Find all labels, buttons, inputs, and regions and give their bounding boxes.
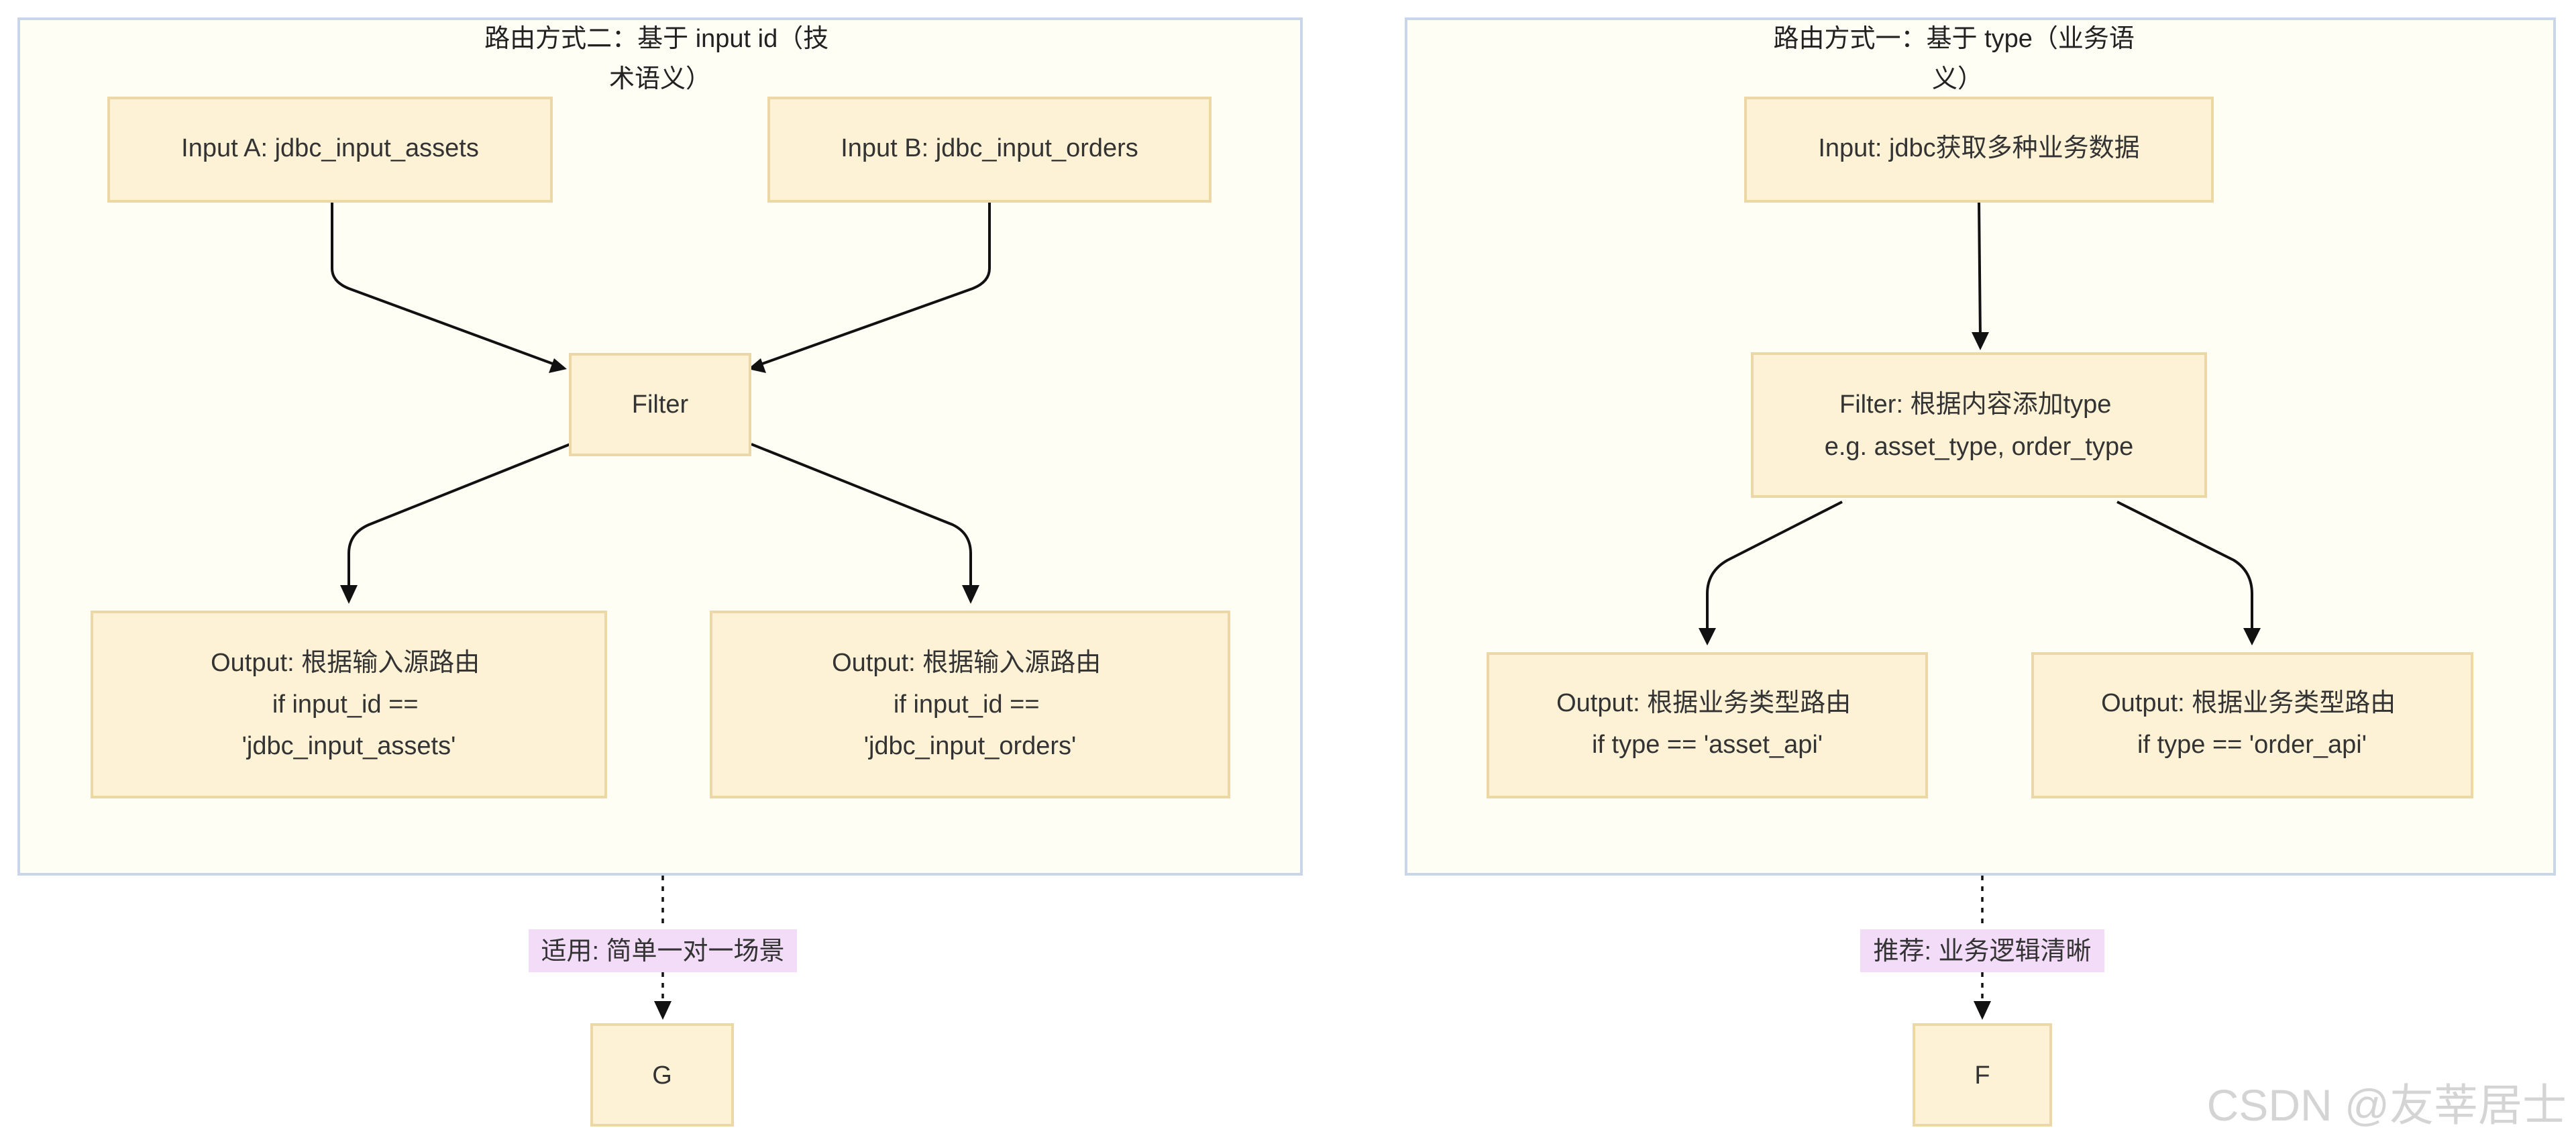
edges-dotted	[654, 876, 1991, 1020]
node-label: Filter: 根据内容添加type e.g. asset_type, orde…	[1825, 390, 2134, 461]
arrowhead	[2243, 628, 2261, 645]
node-label: F	[1974, 1061, 1990, 1090]
node-label: Input A: jdbc_input_assets	[181, 134, 479, 162]
arrowhead	[962, 585, 979, 604]
arrowhead	[340, 585, 358, 604]
watermark: CSDN @友莘居士	[2207, 1080, 2567, 1130]
edge-label-left-to-g: 适用: 简单一对一场景	[529, 929, 797, 972]
node-input-b[interactable]: Input B: jdbc_input_orders	[767, 97, 1212, 203]
edges-left	[331, 203, 991, 604]
node-output-asset-api[interactable]: Output: 根据业务类型路由 if type == 'asset_api'	[1487, 652, 1928, 798]
node-f[interactable]: F	[1913, 1023, 2052, 1127]
cluster-title-right: 路由方式一：基于 type（业务语 义）	[1774, 25, 2142, 93]
node-output-orders[interactable]: Output: 根据输入源路由 if input_id == 'jdbc_inp…	[710, 611, 1230, 798]
arrowhead	[654, 1001, 672, 1020]
arrowhead	[1972, 332, 1989, 350]
edge-filter-to-output-asset-api	[1706, 501, 1843, 631]
node-input-a[interactable]: Input A: jdbc_input_assets	[107, 97, 553, 203]
edge-input-b-to-filter	[751, 203, 991, 369]
edge-label-text: 推荐: 业务逻辑清晰	[1873, 937, 2091, 966]
node-label: Output: 根据输入源路由 if input_id == 'jdbc_inp…	[211, 649, 487, 760]
edge-input-a-to-filter	[331, 203, 564, 369]
edge-label-text: 适用: 简单一对一场景	[541, 937, 784, 966]
node-input-jdbc[interactable]: Input: jdbc获取多种业务数据	[1744, 97, 2214, 203]
edge-input-jdbc-to-filter	[1978, 202, 1982, 340]
node-output-assets[interactable]: Output: 根据输入源路由 if input_id == 'jdbc_inp…	[91, 611, 607, 798]
node-label: Filter	[632, 390, 689, 419]
edge-filter-to-output-orders	[751, 443, 972, 592]
node-label: G	[652, 1061, 672, 1090]
node-label: Output: 根据业务类型路由 if type == 'order_api'	[2101, 689, 2403, 759]
node-filter-left[interactable]: Filter	[569, 353, 751, 456]
node-label: Output: 根据业务类型路由 if type == 'asset_api'	[1556, 689, 1858, 759]
arrowhead	[1699, 628, 1716, 645]
edge-filter-to-output-order-api	[2116, 501, 2253, 631]
node-label: Input: jdbc获取多种业务数据	[1818, 134, 2139, 162]
edge-label-right-to-f: 推荐: 业务逻辑清晰	[1860, 929, 2104, 972]
node-output-order-api[interactable]: Output: 根据业务类型路由 if type == 'order_api'	[2031, 652, 2473, 798]
cluster-title-left: 路由方式二：基于 input id（技 术语义）	[484, 25, 836, 93]
node-label: Input B: jdbc_input_orders	[841, 134, 1138, 162]
node-g[interactable]: G	[590, 1023, 734, 1127]
arrowhead	[1974, 1001, 1991, 1020]
arrowhead	[549, 358, 567, 373]
edge-filter-to-output-assets	[347, 443, 571, 592]
arrowhead	[748, 358, 766, 373]
edges-right	[1699, 202, 2261, 645]
node-label: Output: 根据输入源路由 if input_id == 'jdbc_inp…	[832, 649, 1108, 760]
node-filter-right[interactable]: Filter: 根据内容添加type e.g. asset_type, orde…	[1751, 352, 2207, 498]
